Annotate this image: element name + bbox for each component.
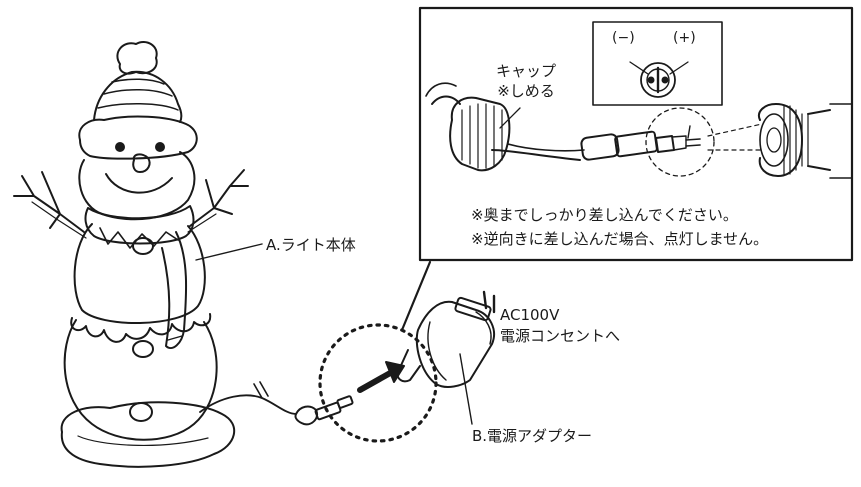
mini-connector: [294, 395, 354, 426]
snow-base: [60, 401, 236, 468]
snowman-middle-ball: [73, 223, 206, 324]
scarf-tail: [161, 231, 188, 349]
label-polarity-plus: (+): [673, 30, 696, 46]
snowman-button-1: [132, 237, 154, 255]
polarity-inset: [592, 21, 723, 106]
snowman-eye-right: [155, 142, 165, 152]
hat-pompom: [116, 40, 158, 75]
note-insert-fully: ※奥までしっかり差し込んでください。: [471, 206, 738, 224]
label-cap: キャップ: [495, 62, 556, 80]
label-outlet: 電源コンセントへ: [500, 327, 621, 345]
detail-box: [418, 6, 854, 262]
snowman-arm-left: [13, 171, 85, 233]
snowman-head: [78, 151, 196, 221]
direction-arrow: [357, 369, 395, 393]
power-adapter: [396, 290, 496, 388]
hat-brim: [78, 115, 198, 160]
label-polarity-minus: (−): [612, 30, 635, 46]
snowman-smile: [105, 173, 173, 194]
leader-line-power-adapter: [459, 353, 473, 425]
plug-connector: [507, 125, 701, 161]
snowman-button-3: [129, 402, 153, 422]
snowman-nose: [132, 153, 151, 173]
label-light-body: A.ライト本体: [266, 236, 356, 254]
screw-cap: [425, 82, 581, 172]
snowman-arm-right: [189, 169, 249, 227]
leader-line-light-body: [195, 243, 263, 261]
label-cap-tighten: ※しめる: [497, 82, 555, 100]
note-reverse-insert: ※逆向きに差し込んだ場合、点灯しません。: [471, 230, 769, 248]
snow-drip: [70, 313, 212, 343]
hat-top: [93, 70, 183, 123]
snowman-eye-left: [115, 142, 125, 152]
snowman-bottom-ball: [63, 319, 218, 441]
label-ac-voltage: AC100V: [500, 306, 560, 324]
snowman-figure: [13, 40, 297, 468]
label-power-adapter: B.電源アダプター: [472, 427, 593, 445]
snowman-button-2: [132, 340, 154, 358]
plug-tip-circle: [645, 107, 715, 177]
light-socket: [758, 103, 853, 179]
leader-line-cap: [499, 107, 521, 129]
callout-line: [400, 260, 432, 332]
adapter-body: [415, 300, 495, 388]
